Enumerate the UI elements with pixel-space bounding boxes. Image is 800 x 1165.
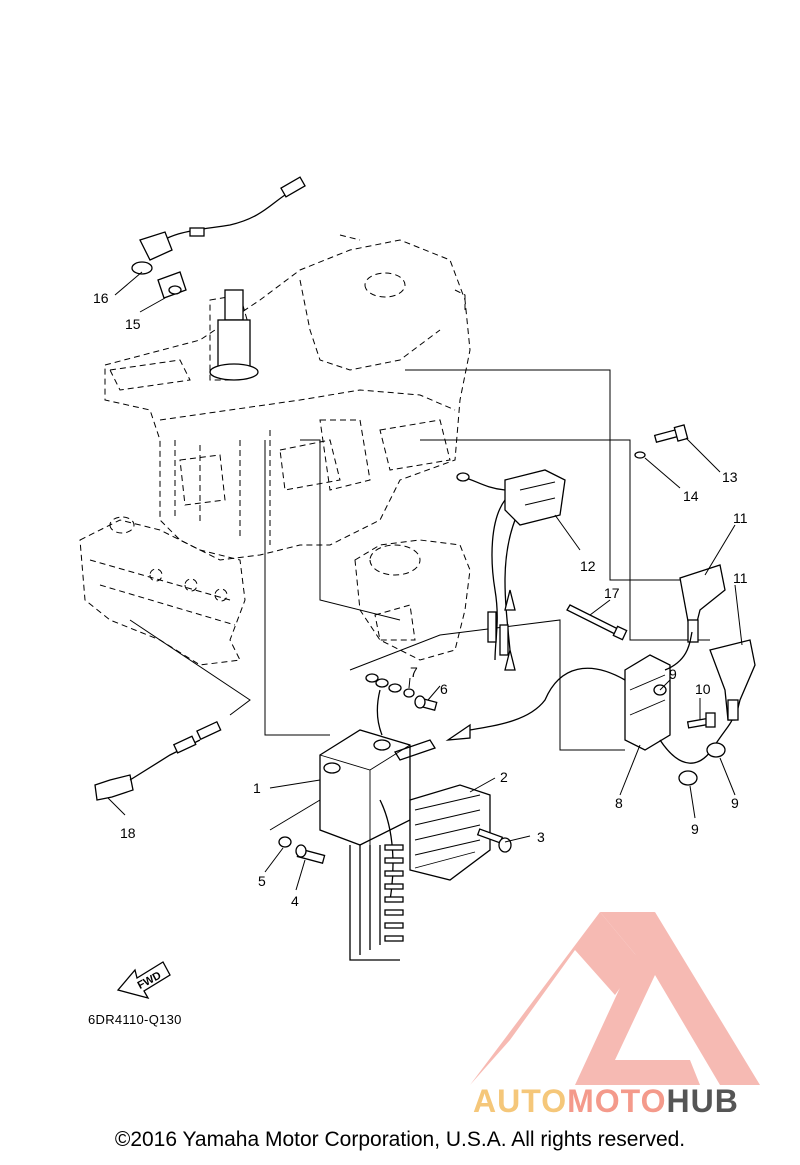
callout-14: 14 [683, 488, 699, 504]
brand-auto: AUTO [473, 1083, 568, 1119]
part-18-sensor [94, 720, 222, 801]
watermark-brand: AUTOMOTOHUB [473, 1083, 739, 1120]
lower-bracket [79, 516, 246, 666]
connector-pins [384, 844, 404, 942]
callout-13: 13 [722, 469, 738, 485]
callout-4: 4 [291, 893, 299, 909]
fwd-label: FWD [136, 970, 164, 992]
part-11-plug-cap-upper [679, 564, 726, 643]
callout-1: 1 [253, 780, 261, 796]
part-2-rectifier [409, 784, 491, 881]
reference-lines [129, 369, 710, 831]
callout-15: 15 [125, 316, 141, 332]
callout-11-lower: 11 [733, 570, 748, 586]
part-16-thermo-sensor-lead [131, 176, 306, 275]
part-7-washer [403, 688, 415, 698]
part-14-washer [634, 451, 646, 459]
bracket-housing [354, 539, 471, 661]
fwd-arrow: FWD [116, 961, 171, 1000]
engine-block [104, 234, 471, 561]
brand-hub: HUB [666, 1083, 739, 1119]
callout-12: 12 [580, 558, 596, 574]
callout-numbers: 1 2 3 4 5 6 7 8 9 9 9 10 11 11 12 13 14 … [93, 290, 748, 909]
part-11-plug-cap-lower [709, 639, 756, 721]
callout-leaders [107, 271, 743, 891]
callout-9-lower: 9 [691, 821, 699, 837]
part-4-bolt [295, 844, 326, 865]
diagram-code: 6DR4110-Q130 [88, 1012, 182, 1027]
watermark-logo [470, 912, 760, 1085]
callout-8: 8 [615, 795, 623, 811]
part-5-washer [278, 836, 292, 848]
callout-11-upper: 11 [733, 510, 748, 526]
callout-18: 18 [120, 825, 136, 841]
terminals [365, 673, 402, 736]
part-13-bolt [653, 424, 689, 444]
callout-6: 6 [440, 681, 448, 697]
callout-9-right: 9 [731, 795, 739, 811]
callout-9-upper: 9 [669, 666, 677, 682]
callout-17: 17 [604, 585, 620, 601]
callout-3: 3 [537, 829, 545, 845]
part-15-thermo-switch [157, 271, 187, 299]
callout-2: 2 [500, 769, 508, 785]
part-17-cable-tie [566, 604, 628, 641]
part-8-ignition-coil [445, 631, 733, 764]
copyright-notice: ©2016 Yamaha Motor Corporation, U.S.A. A… [114, 1128, 686, 1151]
part-10-bolt [686, 712, 716, 729]
part-6-bolt [414, 695, 438, 711]
part-12-cdi-unit [456, 469, 566, 671]
callout-5: 5 [258, 873, 266, 889]
callout-10: 10 [695, 681, 711, 697]
callout-16: 16 [93, 290, 109, 306]
brand-moto: MOTO [567, 1083, 667, 1119]
callout-7: 7 [410, 664, 418, 680]
plug-boss [209, 289, 259, 381]
